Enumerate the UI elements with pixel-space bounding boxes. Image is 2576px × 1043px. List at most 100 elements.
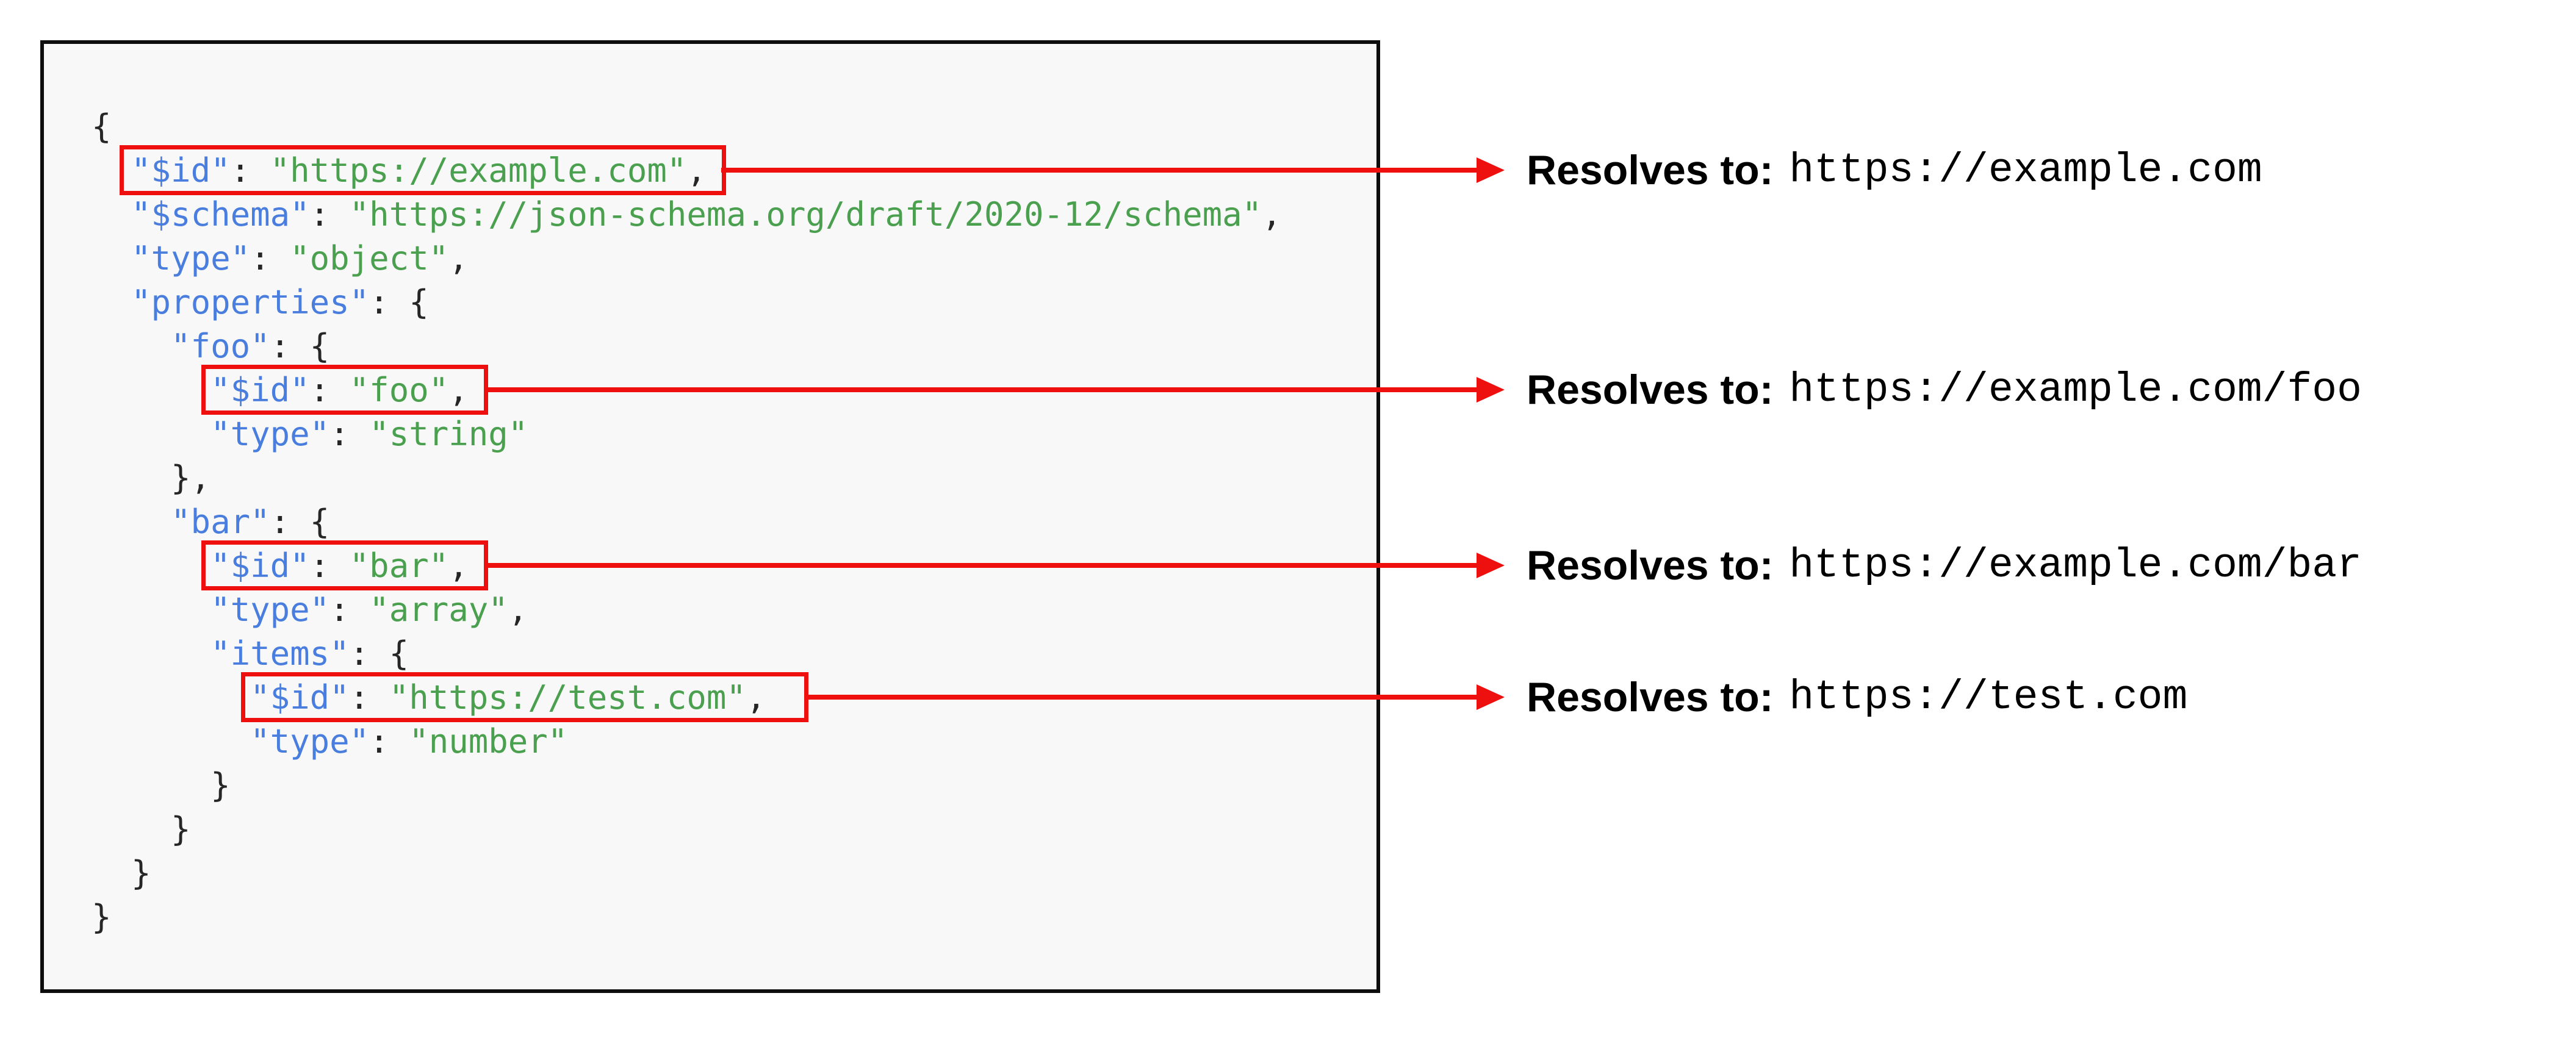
code-token: : xyxy=(309,371,350,409)
code-token: , xyxy=(1262,195,1282,234)
code-line: } xyxy=(92,808,1364,851)
code-token: }, xyxy=(92,459,211,497)
code-token: , xyxy=(508,590,528,629)
code-token: , xyxy=(448,547,469,585)
highlight-box-root-id xyxy=(120,145,726,195)
annotation-label: Resolves to: xyxy=(1527,147,1774,193)
code-token xyxy=(92,634,210,673)
code-token xyxy=(92,547,210,585)
code-token: } xyxy=(92,766,231,805)
code-token: "type" xyxy=(210,590,330,629)
arrow-line xyxy=(484,387,1480,392)
annotation-bar-id: Resolves to: https://example.com/bar xyxy=(1527,537,2362,593)
annotation-root-id: Resolves to: https://example.com xyxy=(1527,142,2262,198)
code-token: : xyxy=(329,590,370,629)
code-line: "foo": { xyxy=(92,324,1364,368)
code-token: "properties" xyxy=(131,283,370,321)
code-token xyxy=(92,239,131,278)
annotation-resolved-url: https://test.com xyxy=(1789,673,2188,721)
code-line: "$id": "https://example.com", xyxy=(92,149,1364,193)
arrowhead-icon xyxy=(1477,157,1505,183)
arrow-line xyxy=(484,563,1480,568)
code-token: : { xyxy=(369,283,429,321)
code-token: : xyxy=(250,239,290,278)
annotation-foo-id: Resolves to: https://example.com/foo xyxy=(1527,362,2362,418)
code-token: "items" xyxy=(210,634,350,673)
code-token: "$id" xyxy=(210,547,310,585)
code-token: : { xyxy=(270,503,330,541)
code-line: } xyxy=(92,764,1364,808)
code-token: { xyxy=(92,107,112,146)
code-token: "$id" xyxy=(131,151,231,190)
code-token: , xyxy=(686,151,707,190)
code-token: } xyxy=(92,854,151,892)
code-token: "$schema" xyxy=(131,195,310,234)
code-token xyxy=(92,327,171,365)
code-token: : xyxy=(369,722,409,761)
code-line: "$schema": "https://json-schema.org/draf… xyxy=(92,193,1364,237)
code-token: "https://test.com" xyxy=(389,678,746,717)
annotation-label: Resolves to: xyxy=(1527,674,1774,720)
code-token: "object" xyxy=(290,239,449,278)
code-token: "bar" xyxy=(171,503,270,541)
code-token: "bar" xyxy=(349,547,449,585)
code-token: "type" xyxy=(131,239,251,278)
code-token: "array" xyxy=(369,590,508,629)
code-line: } xyxy=(92,895,1364,939)
code-token: : xyxy=(329,415,370,453)
json-code-panel: { "$id": "https://example.com", "$schema… xyxy=(40,40,1380,993)
code-token xyxy=(92,678,250,717)
highlight-box-bar-id xyxy=(201,540,488,590)
code-line: "$id": "https://test.com", xyxy=(92,676,1364,720)
code-token: : { xyxy=(349,634,409,673)
code-line: "type": "object", xyxy=(92,237,1364,281)
code-line: "type": "number" xyxy=(92,720,1364,764)
code-token: : xyxy=(349,678,389,717)
code-block: { "$id": "https://example.com", "$schema… xyxy=(44,44,1376,939)
arrowhead-icon xyxy=(1477,553,1505,578)
arrow-line xyxy=(721,168,1480,173)
code-line: "type": "array", xyxy=(92,588,1364,632)
code-token xyxy=(92,195,131,234)
code-token xyxy=(92,722,250,761)
code-token: "https://json-schema.org/draft/2020-12/s… xyxy=(349,195,1262,234)
code-token: "$id" xyxy=(210,371,310,409)
code-line: { xyxy=(92,105,1364,149)
code-token: , xyxy=(448,371,469,409)
code-line: "$id": "bar", xyxy=(92,544,1364,588)
code-token: "string" xyxy=(369,415,528,453)
annotation-resolved-url: https://example.com/foo xyxy=(1789,366,2362,414)
code-token xyxy=(92,590,210,629)
annotation-items-id: Resolves to: https://test.com xyxy=(1527,669,2187,725)
code-line: "type": "string" xyxy=(92,412,1364,456)
code-token: : xyxy=(230,151,270,190)
code-line: }, xyxy=(92,456,1364,500)
code-token xyxy=(92,371,210,409)
code-token: "foo" xyxy=(349,371,449,409)
code-token: } xyxy=(92,898,112,936)
highlight-box-items-id xyxy=(241,672,808,722)
code-token xyxy=(92,283,131,321)
arrowhead-icon xyxy=(1477,684,1505,710)
code-token xyxy=(92,503,171,541)
code-token: , xyxy=(746,678,766,717)
code-token: "type" xyxy=(250,722,370,761)
annotation-resolved-url: https://example.com xyxy=(1789,146,2262,194)
code-token: } xyxy=(92,810,191,848)
code-line: } xyxy=(92,851,1364,895)
code-token: "type" xyxy=(210,415,330,453)
code-line: "properties": { xyxy=(92,281,1364,324)
code-token: : { xyxy=(270,327,330,365)
highlight-box-foo-id xyxy=(201,365,488,415)
code-token: : xyxy=(309,547,350,585)
code-token: , xyxy=(448,239,469,278)
code-token: "foo" xyxy=(171,327,270,365)
code-token: "number" xyxy=(409,722,568,761)
arrow-line xyxy=(805,695,1480,700)
annotation-resolved-url: https://example.com/bar xyxy=(1789,542,2362,589)
annotation-label: Resolves to: xyxy=(1527,542,1774,589)
code-token xyxy=(92,415,210,453)
annotation-label: Resolves to: xyxy=(1527,367,1774,413)
code-token: : xyxy=(309,195,350,234)
